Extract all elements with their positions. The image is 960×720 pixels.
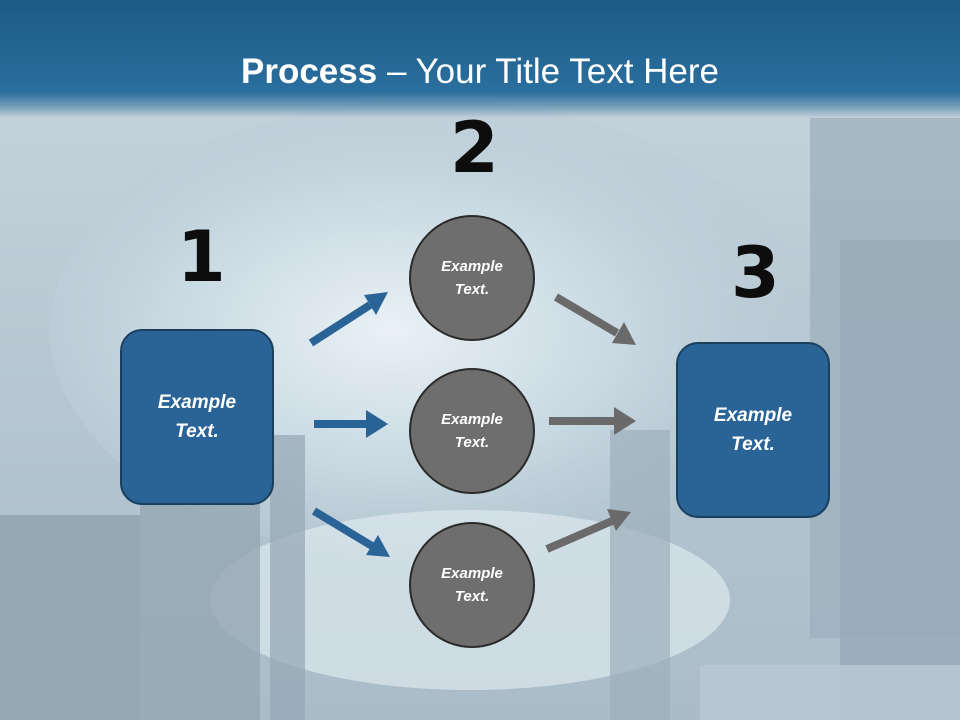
step-2-middle-text: Example Text.	[441, 411, 503, 451]
title-bar	[0, 0, 960, 118]
arrow-blue-right-icon	[314, 410, 388, 438]
step-number-1: 1	[177, 216, 226, 298]
arrow-gray-down-icon	[553, 293, 636, 345]
step-3-text: Example Text.	[713, 405, 793, 455]
arrow-blue-up-icon	[308, 292, 388, 347]
step-1-text: Example Text.	[157, 392, 237, 442]
step-2-top-circle: Example Text.	[409, 215, 535, 341]
title-rest: – Your Title Text Here	[377, 52, 719, 91]
step-number-2: 2	[450, 107, 499, 189]
title-bold: Process	[241, 52, 378, 91]
step-2-bottom-circle: Example Text.	[409, 522, 535, 648]
page-title: Process – Your Title Text Here	[0, 52, 960, 92]
step-2-middle-circle: Example Text.	[409, 368, 535, 494]
step-2-top-text: Example Text.	[441, 258, 503, 298]
arrow-gray-right-icon	[549, 407, 636, 435]
step-2-bottom-text: Example Text.	[441, 565, 503, 605]
arrow-blue-down-icon	[311, 507, 390, 557]
step-3-box: Example Text.	[676, 342, 830, 518]
step-number-3: 3	[731, 232, 780, 314]
step-1-box: Example Text.	[120, 329, 274, 505]
arrow-gray-up-icon	[545, 509, 631, 553]
